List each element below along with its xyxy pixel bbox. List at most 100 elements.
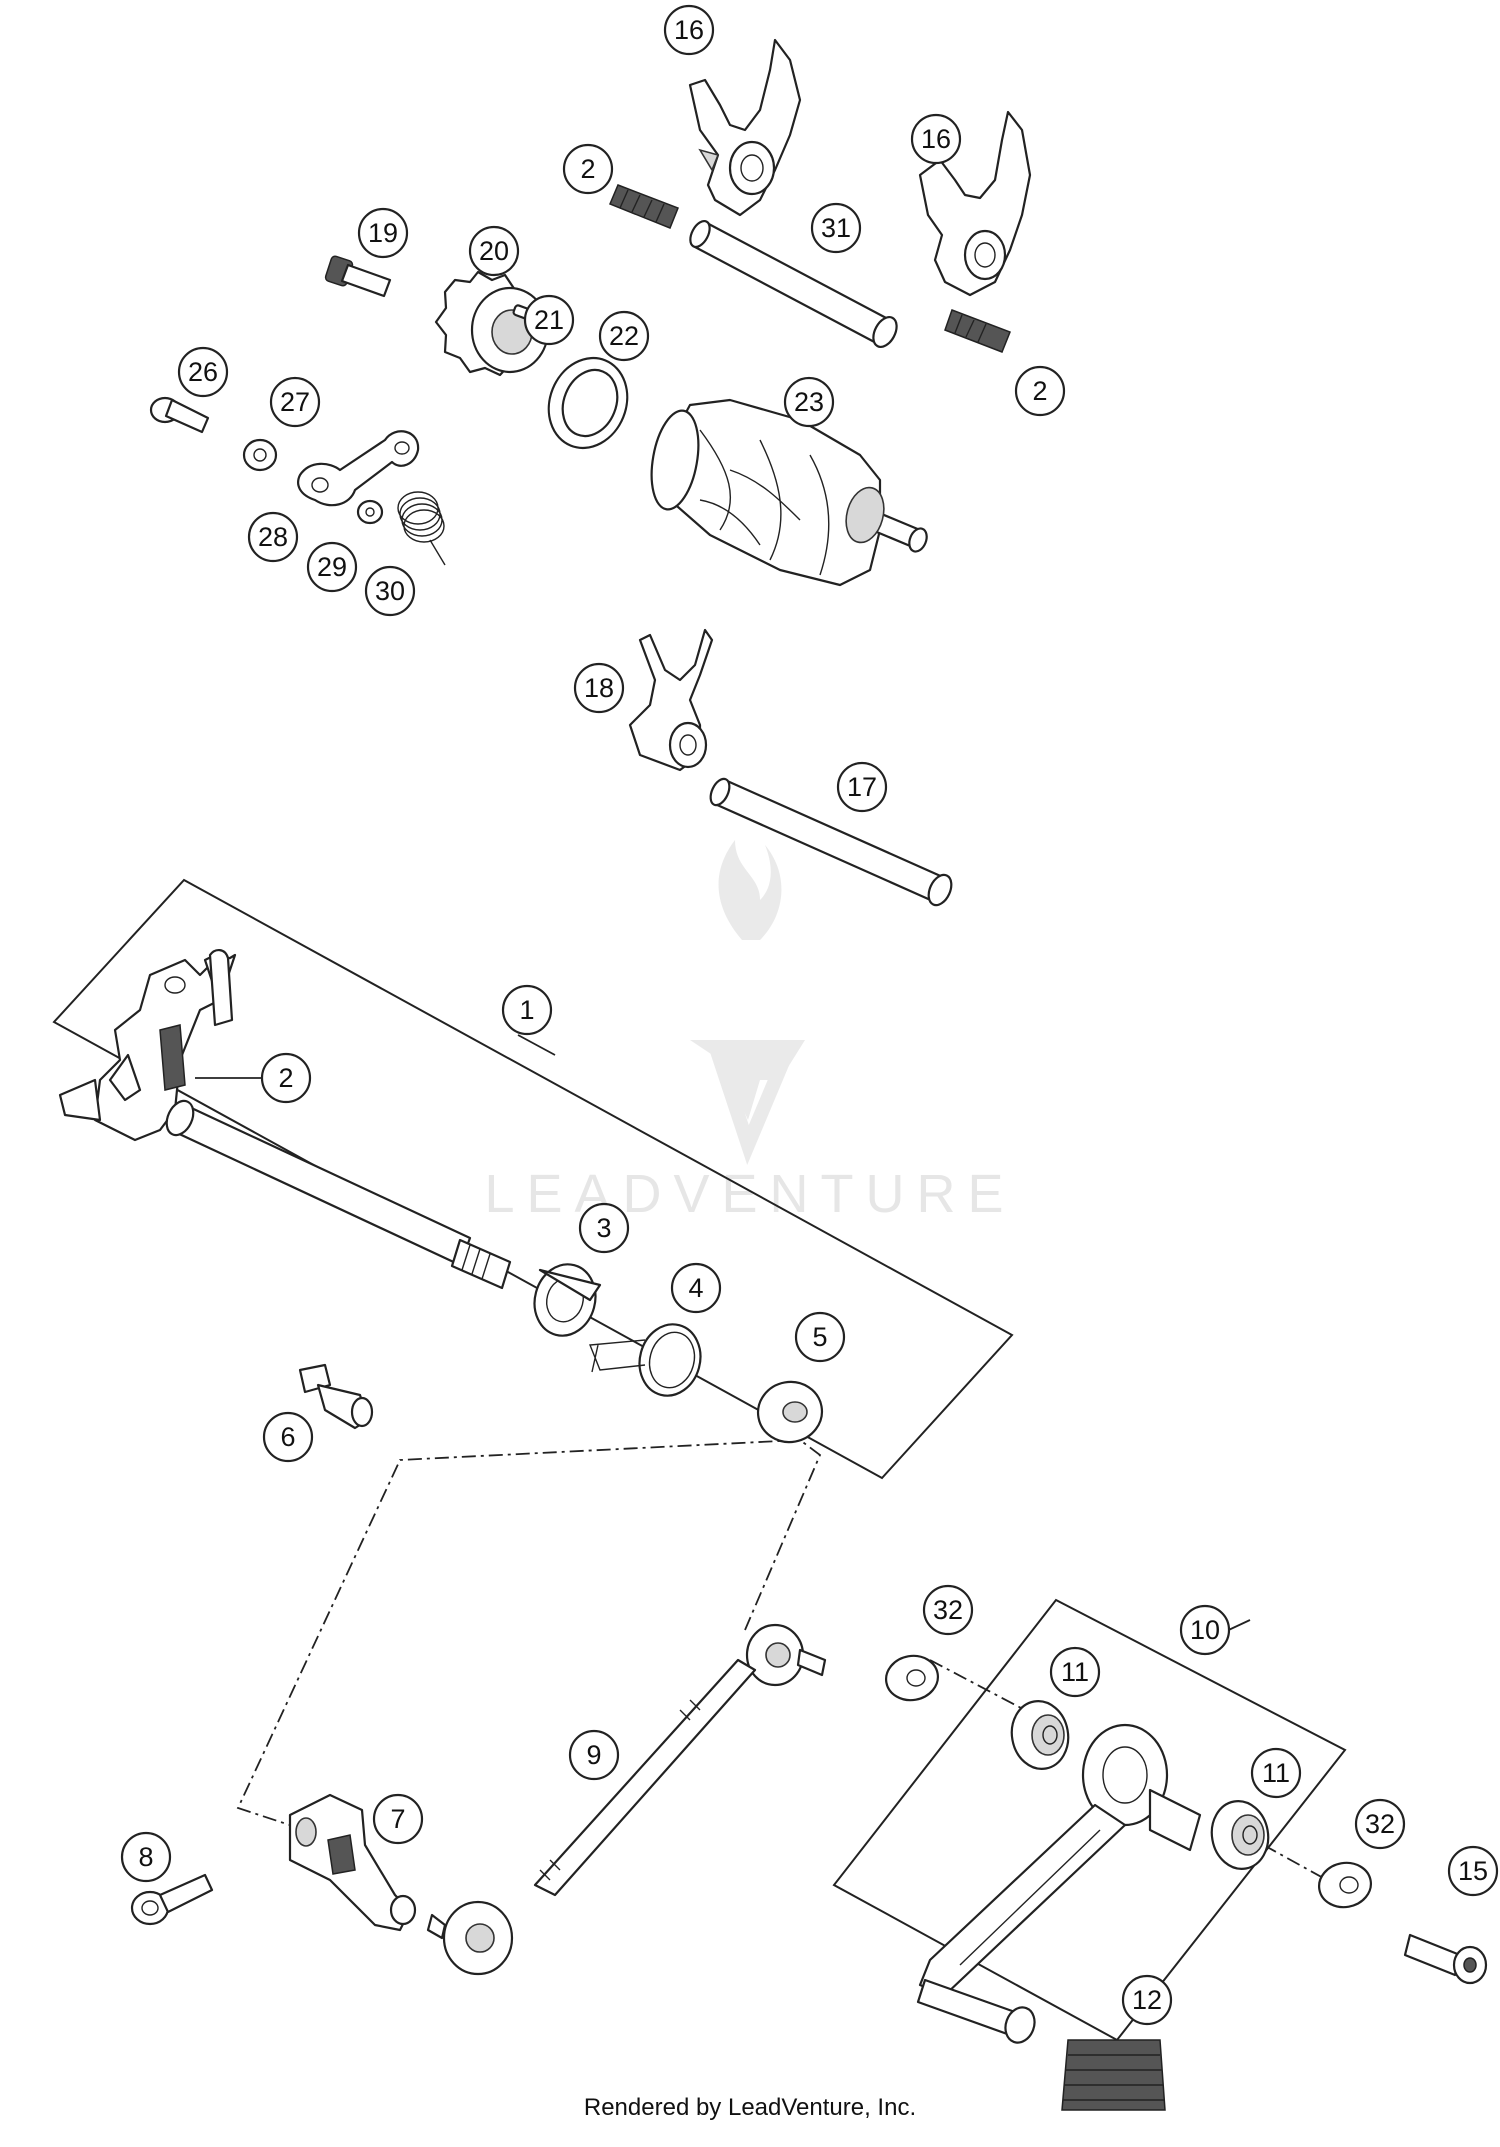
callout-8: 8 bbox=[120, 1831, 172, 1883]
rubber-12 bbox=[1061, 2039, 1166, 2111]
callout-10: 10 bbox=[1179, 1604, 1231, 1656]
callout-30: 30 bbox=[364, 565, 416, 617]
svg-text:21: 21 bbox=[534, 305, 564, 335]
callout-32b: 32 bbox=[1354, 1798, 1406, 1850]
svg-text:19: 19 bbox=[368, 218, 398, 248]
washer-5 bbox=[756, 1380, 824, 1444]
lever-28 bbox=[297, 430, 420, 507]
svg-text:11: 11 bbox=[1262, 1758, 1290, 1788]
shift-lever-10 bbox=[916, 1723, 1202, 2044]
callout-18: 18 bbox=[573, 662, 625, 714]
svg-text:23: 23 bbox=[794, 387, 824, 417]
bolt-8 bbox=[130, 1873, 214, 1926]
clip-3 bbox=[533, 1263, 602, 1337]
callout-31: 31 bbox=[810, 202, 862, 254]
spring-2a bbox=[609, 184, 679, 229]
svg-text:6: 6 bbox=[280, 1422, 295, 1452]
washer-32b bbox=[1318, 1861, 1372, 1909]
callout-2b: 2 bbox=[1014, 365, 1066, 417]
callout-21: 21 bbox=[523, 294, 575, 346]
callout-17: 17 bbox=[836, 761, 888, 813]
svg-text:1: 1 bbox=[519, 995, 534, 1025]
callout-11a: 11 bbox=[1049, 1646, 1101, 1698]
svg-text:2: 2 bbox=[1032, 376, 1047, 406]
bolt-26 bbox=[149, 396, 210, 434]
callout-16a: 16 bbox=[663, 4, 715, 56]
svg-text:17: 17 bbox=[847, 772, 877, 802]
svg-text:31: 31 bbox=[821, 213, 851, 243]
rod-31 bbox=[689, 219, 898, 348]
callout-22: 22 bbox=[598, 310, 650, 362]
bolt-19 bbox=[324, 255, 392, 298]
callout-9: 9 bbox=[568, 1729, 620, 1781]
shift-fork-18 bbox=[628, 628, 714, 772]
callout-29: 29 bbox=[306, 541, 358, 593]
spring-clip-4 bbox=[589, 1323, 702, 1397]
svg-text:15: 15 bbox=[1458, 1856, 1488, 1886]
svg-text:7: 7 bbox=[390, 1804, 405, 1834]
svg-text:27: 27 bbox=[280, 387, 310, 417]
svg-text:16: 16 bbox=[921, 124, 951, 154]
svg-text:16: 16 bbox=[674, 15, 704, 45]
svg-text:3: 3 bbox=[596, 1213, 611, 1243]
svg-text:10: 10 bbox=[1190, 1615, 1220, 1645]
svg-text:8: 8 bbox=[138, 1842, 153, 1872]
callout-6: 6 bbox=[262, 1411, 314, 1463]
svg-text:22: 22 bbox=[609, 321, 639, 351]
callout-19: 19 bbox=[357, 207, 409, 259]
callout-2a: 2 bbox=[562, 143, 614, 195]
axis-dash-line-a bbox=[929, 1659, 1041, 1719]
rod-17 bbox=[709, 777, 953, 907]
shift-star-20 bbox=[434, 270, 550, 377]
ring-22 bbox=[547, 356, 629, 450]
svg-text:2: 2 bbox=[278, 1063, 293, 1093]
washer-27 bbox=[242, 438, 278, 472]
callout-7: 7 bbox=[372, 1793, 424, 1845]
callout-2c: 2 bbox=[260, 1052, 312, 1104]
svg-text:18: 18 bbox=[584, 673, 614, 703]
callout-5: 5 bbox=[794, 1311, 846, 1363]
leader-1 bbox=[517, 1034, 556, 1056]
svg-text:32: 32 bbox=[1365, 1809, 1395, 1839]
svg-text:5: 5 bbox=[812, 1322, 827, 1352]
svg-text:20: 20 bbox=[479, 236, 509, 266]
bearing-11b bbox=[1210, 1800, 1270, 1870]
svg-text:11: 11 bbox=[1061, 1657, 1089, 1687]
svg-text:2: 2 bbox=[580, 154, 595, 184]
svg-text:26: 26 bbox=[188, 357, 218, 387]
shift-rod-9 bbox=[426, 1623, 827, 1976]
linkage-dash-line bbox=[236, 1439, 822, 1831]
watermark-logo bbox=[690, 840, 805, 1165]
svg-text:9: 9 bbox=[586, 1740, 601, 1770]
shift-shaft-1 bbox=[58, 949, 512, 1290]
svg-text:4: 4 bbox=[688, 1273, 703, 1303]
svg-text:12: 12 bbox=[1132, 1985, 1162, 2015]
callout-11b: 11 bbox=[1250, 1747, 1302, 1799]
watermark-text: LEADVENTURE bbox=[484, 1164, 1015, 1224]
svg-text:32: 32 bbox=[933, 1595, 963, 1625]
callout-23: 23 bbox=[783, 376, 835, 428]
assembly-box-1 bbox=[52, 878, 1014, 1480]
bearing-11a bbox=[1010, 1700, 1070, 1770]
callout-1: 1 bbox=[501, 984, 553, 1036]
callout-27: 27 bbox=[269, 376, 321, 428]
callout-32a: 32 bbox=[922, 1584, 974, 1636]
callout-28: 28 bbox=[247, 511, 299, 563]
svg-text:29: 29 bbox=[317, 552, 347, 582]
render-credit: Rendered by LeadVenture, Inc. bbox=[583, 2094, 917, 2121]
spring-30 bbox=[397, 491, 446, 566]
bolt-6 bbox=[298, 1363, 374, 1430]
callout-20: 20 bbox=[468, 225, 520, 277]
washer-32a bbox=[885, 1654, 939, 1702]
shift-fork-16b bbox=[918, 110, 1032, 297]
washer-29 bbox=[356, 499, 384, 525]
shift-fork-16a bbox=[688, 38, 802, 217]
callout-26: 26 bbox=[177, 346, 229, 398]
callout-4: 4 bbox=[670, 1262, 722, 1314]
callout-15: 15 bbox=[1447, 1845, 1499, 1897]
svg-text:30: 30 bbox=[375, 576, 405, 606]
bolt-15 bbox=[1403, 1933, 1488, 1985]
callout-12: 12 bbox=[1121, 1974, 1173, 2026]
svg-text:28: 28 bbox=[258, 522, 288, 552]
